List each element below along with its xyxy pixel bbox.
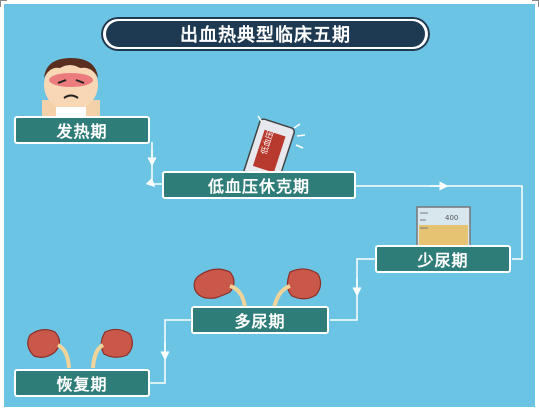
stage-hypotension-shock: 低血压休克期 xyxy=(162,171,356,199)
stage-recovery: 恢复期 xyxy=(14,369,150,397)
alarm-lines-icon xyxy=(257,115,306,149)
stage-polyuria-label: 多尿期 xyxy=(234,312,286,331)
stage-fever: 发热期 xyxy=(14,116,150,144)
corner-mark-right xyxy=(532,0,539,7)
connector-3 xyxy=(330,258,375,321)
connector-4 xyxy=(150,319,191,384)
page-title: 出血热典型临床五期 xyxy=(106,21,425,47)
kidneys-recovery-icon xyxy=(27,328,133,369)
connector-1 xyxy=(145,142,162,188)
stage-recovery-label: 恢复期 xyxy=(56,375,108,394)
beaker-icon: 400 xyxy=(416,206,471,250)
title-banner: 出血热典型临床五期 xyxy=(101,17,430,51)
stage-oliguria-label: 少尿期 xyxy=(417,251,469,270)
kidneys-polyuria-icon xyxy=(193,268,322,309)
stage-hypotension-shock-label: 低血压休克期 xyxy=(207,177,310,196)
fever-face-icon xyxy=(42,58,100,117)
corner-mark-left xyxy=(0,0,7,7)
stage-polyuria: 多尿期 xyxy=(191,306,329,334)
stage-fever-label: 发热期 xyxy=(56,122,108,141)
stage-oliguria: 少尿期 xyxy=(375,245,511,273)
beaker-label: 400 xyxy=(445,214,458,222)
